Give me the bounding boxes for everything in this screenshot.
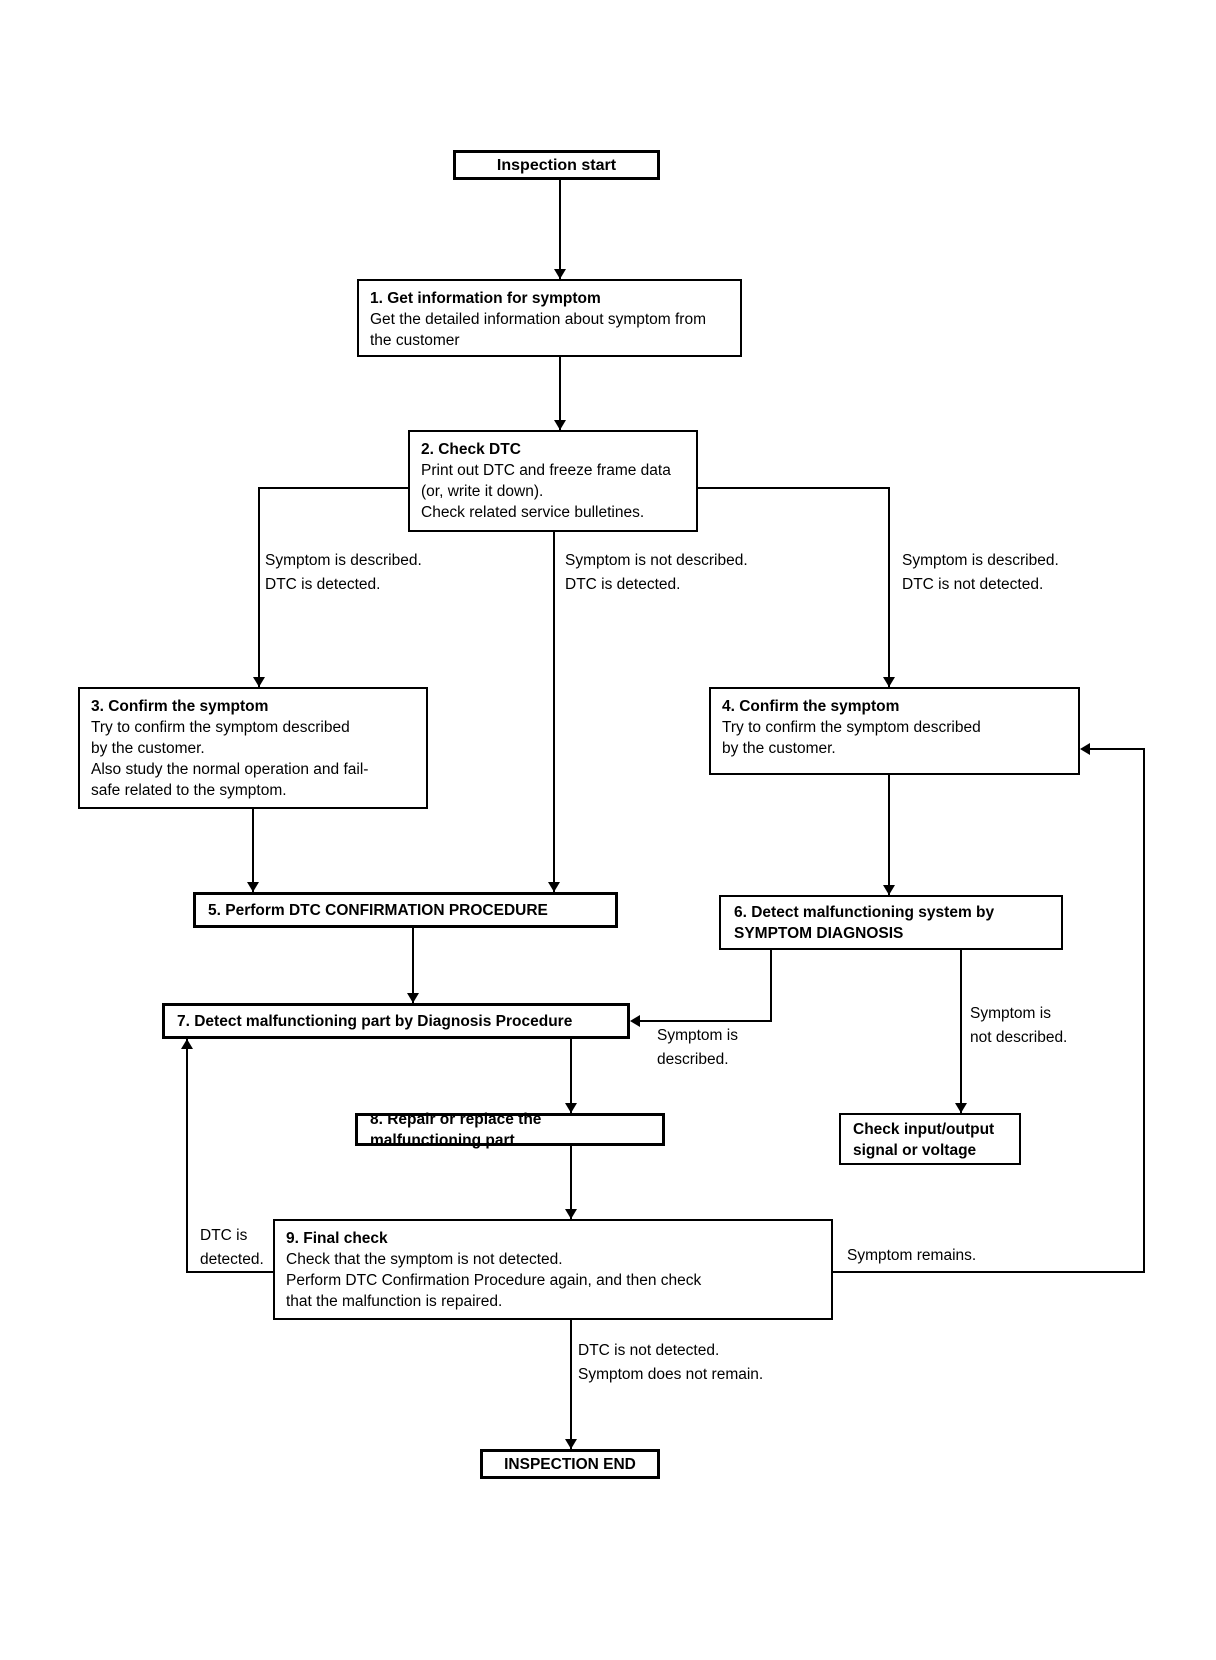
arrowhead-into-step4 [883, 677, 895, 687]
label-dtc-detected: DTC is detected. [200, 1227, 264, 1268]
connector-step5-to-step7 [412, 928, 414, 1003]
connector-branch-right-v [888, 487, 890, 687]
connector-step8-to-step9 [570, 1146, 572, 1219]
node-step5-dtc-confirmation: 5. Perform DTC CONFIRMATION PROCEDURE [193, 892, 618, 928]
step9-line: Check that the symptom is not detected. [286, 1251, 563, 1268]
node-inspection-end-label: INSPECTION END [504, 1455, 636, 1473]
connector-symptom-remains-h2 [1090, 748, 1145, 750]
node-step7-detect-part: 7. Detect malfunctioning part by Diagnos… [162, 1003, 630, 1039]
connector-step6-to-check-io [960, 950, 962, 1113]
step2-line: Check related service bulletines. [421, 504, 645, 521]
arrowhead-into-step8 [565, 1103, 577, 1113]
arrowhead-into-step5-left [247, 882, 259, 892]
step2-line: Print out DTC and freeze frame data [421, 462, 671, 479]
step7-title: 7. Detect malfunctioning part by Diagnos… [177, 1012, 573, 1030]
node-inspection-start-label: Inspection start [496, 156, 617, 174]
connector-branch-left-v [258, 487, 260, 687]
step3-title: 3. Confirm the symptom [91, 698, 269, 715]
step5-title: 5. Perform DTC CONFIRMATION PROCEDURE [208, 901, 548, 919]
node-check-input-output: Check input/output signal or voltage [839, 1113, 1021, 1165]
label-symptom-not-described: Symptom is not described. [970, 1005, 1068, 1046]
connector-symptom-remains-h [833, 1271, 1145, 1273]
connector-step9-to-end [570, 1320, 572, 1449]
arrowhead-into-check-io [955, 1103, 967, 1113]
step1-title: 1. Get information for symptom [370, 290, 601, 307]
step4-line: by the customer. [722, 740, 836, 757]
connector-branch-right-h [698, 487, 890, 489]
node-inspection-end: INSPECTION END [480, 1449, 660, 1479]
step8-title: 8. Repair or replace the malfunctioning … [370, 1110, 542, 1149]
arrowhead-into-step7-right [630, 1015, 640, 1027]
connector-start-to-step1 [559, 180, 561, 279]
arrowhead-into-step1 [554, 269, 566, 279]
arrowhead-into-step4-right [1080, 743, 1090, 755]
connector-step7-to-step8 [570, 1039, 572, 1113]
step1-line: Get the detailed information about sympt… [370, 311, 706, 328]
step1-line: the customer [370, 332, 460, 349]
step9-line: that the malfunction is repaired. [286, 1293, 503, 1310]
node-step1-get-information: 1. Get information for symptom Get the d… [357, 279, 742, 357]
node-inspection-start: Inspection start [453, 150, 660, 180]
node-step2-check-dtc: 2. Check DTC Print out DTC and freeze fr… [408, 430, 698, 532]
connector-branch-middle-v [553, 532, 555, 892]
node-step9-final-check: 9. Final check Check that the symptom is… [273, 1219, 833, 1320]
node-step3-confirm-symptom: 3. Confirm the symptom Try to confirm th… [78, 687, 428, 809]
check-io-line: signal or voltage [853, 1142, 977, 1159]
arrowhead-into-step9 [565, 1209, 577, 1219]
step4-title: 4. Confirm the symptom [722, 698, 900, 715]
label-branch-middle: Symptom is not described. DTC is detecte… [565, 552, 748, 593]
label-branch-left: Symptom is described. DTC is detected. [265, 552, 422, 593]
step9-line: Perform DTC Confirmation Procedure again… [286, 1272, 702, 1289]
connector-step6-described-v [770, 950, 772, 1022]
node-step6-detect-system: 6. Detect malfunctioning system by SYMPT… [719, 895, 1063, 950]
connector-step1-to-step2 [559, 357, 561, 430]
step9-title: 9. Final check [286, 1230, 388, 1247]
step4-line: Try to confirm the symptom described [722, 719, 981, 736]
step2-title: 2. Check DTC [421, 441, 521, 458]
step3-line: by the customer. [91, 740, 205, 757]
connector-dtc-detected-v [186, 1039, 188, 1273]
label-dtc-not-detected: DTC is not detected. Symptom does not re… [578, 1342, 764, 1383]
node-step8-repair-replace: 8. Repair or replace the malfunctioning … [355, 1111, 665, 1149]
arrowhead-into-step7-bottom [181, 1039, 193, 1049]
connector-branch-left-h [258, 487, 408, 489]
arrowhead-into-step2 [554, 420, 566, 430]
arrowhead-into-step5-middle [548, 882, 560, 892]
arrowhead-into-end [565, 1439, 577, 1449]
step3-line: Also study the normal operation and fail… [91, 761, 369, 778]
step6-line: SYMPTOM DIAGNOSIS [734, 925, 904, 942]
connector-step3-to-step5 [252, 809, 254, 892]
step3-line: safe related to the symptom. [91, 782, 287, 799]
check-io-line: Check input/output [853, 1121, 995, 1138]
label-symptom-described: Symptom is described. [657, 1027, 738, 1068]
label-symptom-remains: Symptom remains. [847, 1247, 977, 1264]
connector-step6-described-h [640, 1020, 772, 1022]
connector-dtc-detected-h [186, 1271, 273, 1273]
connector-symptom-remains-v [1143, 749, 1145, 1273]
arrowhead-into-step6 [883, 885, 895, 895]
step6-line: 6. Detect malfunctioning system by [734, 904, 995, 921]
step3-line: Try to confirm the symptom described [91, 719, 350, 736]
node-step4-confirm-symptom: 4. Confirm the symptom Try to confirm th… [709, 687, 1080, 775]
arrowhead-into-step3 [253, 677, 265, 687]
label-branch-right: Symptom is described. DTC is not detecte… [902, 552, 1059, 593]
step2-line: (or, write it down). [421, 483, 544, 500]
arrowhead-into-step7 [407, 993, 419, 1003]
connector-step4-to-step6 [888, 775, 890, 895]
